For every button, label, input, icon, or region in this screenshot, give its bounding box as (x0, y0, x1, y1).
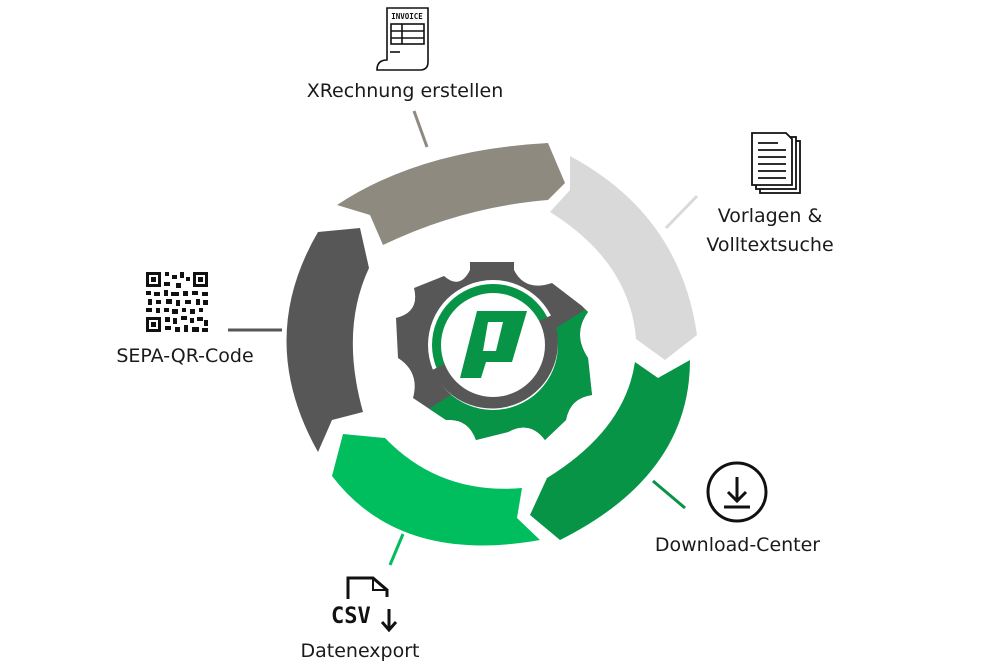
documents-stack-icon (751, 132, 801, 194)
logo-p-icon (460, 311, 527, 378)
arc-datenexport (332, 434, 540, 546)
connector-download (652, 479, 686, 510)
arc-sepa (286, 228, 369, 452)
connector-datenexport (388, 533, 405, 566)
connector-xrechnung (412, 110, 429, 148)
label-vorlagen-line2: Volltextsuche (706, 234, 834, 256)
label-datenexport: Datenexport (300, 640, 420, 662)
arc-download (530, 360, 690, 540)
download-circle-icon (706, 461, 768, 523)
arc-vorlagen (550, 156, 697, 360)
invoice-icon: INVOICE (376, 7, 429, 71)
label-download-center: Download-Center (654, 534, 821, 556)
label-sepa-qr-code: SEPA-QR-Code (116, 345, 254, 367)
label-vorlagen-line1: Vorlagen & (717, 205, 823, 227)
qr-code-icon (146, 272, 208, 332)
gear-logo-icon (396, 262, 592, 440)
csv-file-icon: CSV (331, 576, 398, 633)
arc-xrechnung (337, 143, 565, 245)
connector-vorlagen (664, 194, 699, 230)
svg-text:INVOICE: INVOICE (391, 12, 423, 21)
svg-text:CSV: CSV (331, 604, 371, 629)
label-xrechnung: XRechnung erstellen (306, 80, 504, 102)
